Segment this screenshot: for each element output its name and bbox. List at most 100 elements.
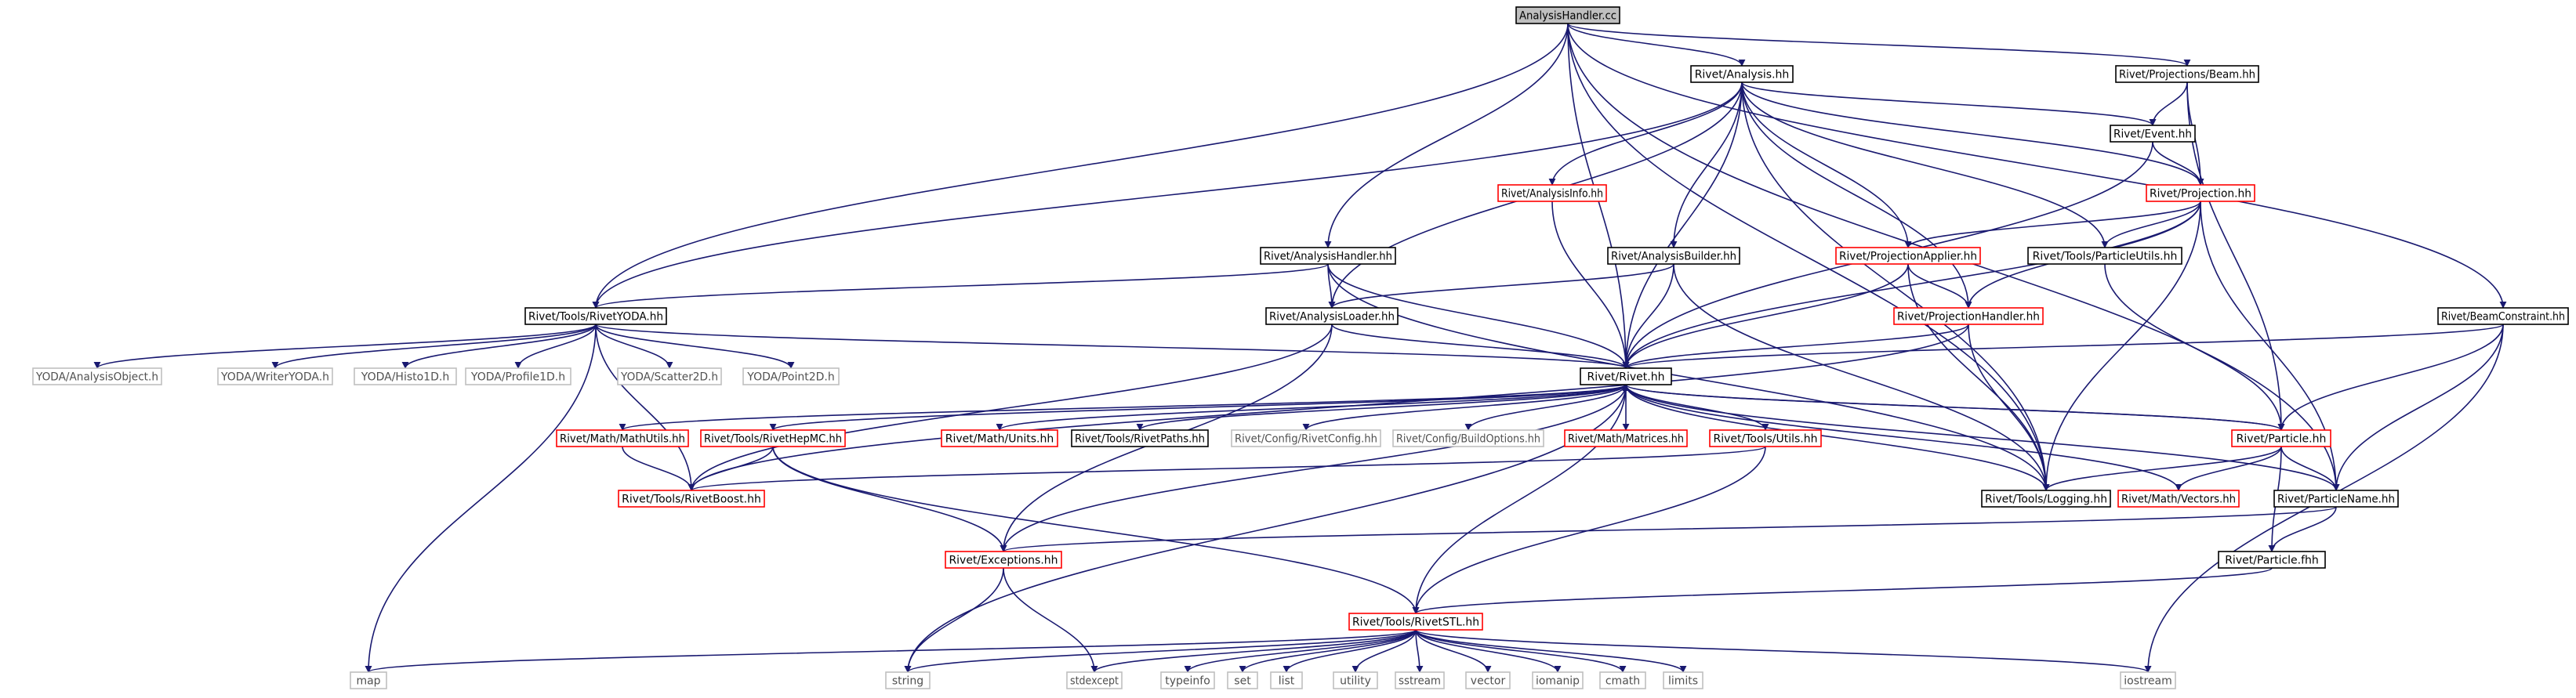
node-rivet-projection-hh[interactable]: Rivet/Projection.hh bbox=[2146, 184, 2255, 202]
edge-analysis-to-rivet bbox=[1622, 81, 1743, 369]
edge-beam-to-event bbox=[2149, 81, 2188, 126]
node-rivet-tools-rivethepmc-hh[interactable]: Rivet/Tools/RivetHepMC.hh bbox=[700, 429, 846, 447]
edge-stl-to-set bbox=[1239, 629, 1417, 673]
node-box bbox=[1709, 429, 1822, 447]
node-label: iomanip bbox=[1536, 675, 1580, 688]
edge-analysishandler-to-logging bbox=[1327, 263, 2050, 491]
node-rivet-tools-rivetyoda-hh[interactable]: Rivet/Tools/RivetYODA.hh bbox=[524, 307, 667, 325]
node-box bbox=[1981, 490, 2111, 508]
node-analysishandler-cc[interactable]: AnalysisHandler.cc bbox=[1515, 6, 1620, 24]
node-box bbox=[354, 367, 457, 385]
node-rivet-analysisloader-hh[interactable]: Rivet/AnalysisLoader.hh bbox=[1265, 307, 1399, 325]
node-rivet-tools-utils-hh[interactable]: Rivet/Tools/Utils.hh bbox=[1709, 429, 1822, 447]
node-label: Rivet/Tools/RivetYODA.hh bbox=[528, 311, 663, 324]
node-box bbox=[556, 429, 689, 447]
edge-rivet-to-particlename bbox=[1625, 384, 2340, 491]
edge-particlename-to-particlefhh bbox=[2268, 506, 2337, 552]
node-rivet-tools-logging-hh[interactable]: Rivet/Tools/Logging.hh bbox=[1981, 490, 2111, 508]
node-rivet-tools-particleutils-hh[interactable]: Rivet/Tools/ParticleUtils.hh bbox=[2027, 247, 2182, 265]
node-label: YODA/Point2D.h bbox=[746, 371, 834, 384]
node-rivet-math-matrices-hh[interactable]: Rivet/Math/Matrices.hh bbox=[1564, 429, 1688, 447]
node-label: Rivet/ParticleName.hh bbox=[2277, 494, 2395, 506]
node-rivet-projectionapplier-hh[interactable]: Rivet/ProjectionApplier.hh bbox=[1835, 247, 1981, 265]
node-vector: vector bbox=[1465, 671, 1511, 689]
node-box bbox=[1893, 307, 2044, 325]
node-box bbox=[618, 490, 765, 508]
node-label: Rivet/Projections/Beam.hh bbox=[2119, 69, 2255, 81]
node-rivet-tools-rivetpaths-hh[interactable]: Rivet/Tools/RivetPaths.hh bbox=[1071, 429, 1209, 447]
edge-projection-to-rivet bbox=[1622, 201, 2201, 369]
node-rivet-particle-hh[interactable]: Rivet/Particle.hh bbox=[2231, 429, 2331, 447]
node-box bbox=[1071, 429, 1209, 447]
node-box bbox=[1599, 671, 1646, 689]
edge-particle-to-particlename bbox=[2280, 446, 2340, 491]
node-rivet-analysis-hh[interactable]: Rivet/Analysis.hh bbox=[1690, 65, 1794, 83]
node-iomanip: iomanip bbox=[1532, 671, 1584, 689]
node-box bbox=[742, 367, 840, 385]
edge-analysisloader-to-rivet bbox=[1331, 324, 1630, 369]
node-box bbox=[1564, 429, 1688, 447]
node-box bbox=[217, 367, 333, 385]
node-label: sstream bbox=[1399, 675, 1441, 688]
node-box bbox=[1265, 307, 1399, 325]
edge-rivet-to-vectors bbox=[1625, 384, 2182, 491]
node-label: Rivet/Rivet.hh bbox=[1587, 371, 1665, 384]
node-label: Rivet/AnalysisHandler.hh bbox=[1264, 251, 1392, 263]
node-rivet-projections-beam-hh[interactable]: Rivet/Projections/Beam.hh bbox=[2115, 65, 2259, 83]
node-rivet-analysisbuilder-hh[interactable]: Rivet/AnalysisBuilder.hh bbox=[1607, 247, 1740, 265]
edge-ahcc-to-beam bbox=[1567, 23, 2191, 67]
node-rivet-math-units-hh[interactable]: Rivet/Math/Units.hh bbox=[941, 429, 1058, 447]
node-label: stdexcept bbox=[1070, 675, 1119, 688]
node-label: typeinfo bbox=[1165, 675, 1210, 688]
node-rivet-analysisinfo-hh[interactable]: Rivet/AnalysisInfo.hh bbox=[1497, 184, 1607, 202]
node-label: Rivet/AnalysisLoader.hh bbox=[1269, 311, 1395, 324]
node-label: Rivet/Math/Units.hh bbox=[945, 433, 1054, 446]
edge-rivetyoda-to-rivet bbox=[595, 324, 1630, 369]
node-box bbox=[2231, 429, 2331, 447]
node-box bbox=[1607, 247, 1740, 265]
dependency-edges bbox=[93, 23, 2507, 673]
node-label: list bbox=[1279, 675, 1295, 688]
node-limits: limits bbox=[1663, 671, 1703, 689]
node-box bbox=[465, 367, 571, 385]
edge-particleutils-to-particle bbox=[2104, 263, 2285, 431]
edge-rivet-to-hepmc bbox=[769, 384, 1627, 431]
edge-projection-to-particleutils bbox=[2101, 201, 2201, 248]
node-label: Rivet/Analysis.hh bbox=[1695, 69, 1790, 81]
node-rivet-math-mathutils-hh[interactable]: Rivet/Math/MathUtils.hh bbox=[556, 429, 689, 447]
node-string: string bbox=[885, 671, 931, 689]
node-box bbox=[2437, 307, 2569, 325]
node-label: YODA/Profile1D.h bbox=[470, 371, 565, 384]
node-rivet-analysishandler-hh[interactable]: Rivet/AnalysisHandler.hh bbox=[1260, 247, 1396, 265]
node-label: Rivet/Projection.hh bbox=[2150, 188, 2251, 201]
edge-stl-to-string bbox=[904, 629, 1417, 673]
node-rivet-math-vectors-hh[interactable]: Rivet/Math/Vectors.hh bbox=[2117, 490, 2240, 508]
edge-rivet-to-paths bbox=[1136, 384, 1627, 431]
edge-projhandler-to-logging bbox=[1968, 324, 2050, 491]
edge-analysis-to-projection bbox=[1741, 81, 2204, 186]
node-label: Rivet/Tools/Utils.hh bbox=[1714, 433, 1818, 446]
node-rivet-beamconstraint-hh[interactable]: Rivet/BeamConstraint.hh bbox=[2437, 307, 2569, 325]
edge-beamconstraint-to-rivet bbox=[1622, 324, 2504, 369]
node-label: Rivet/ProjectionApplier.hh bbox=[1839, 251, 1977, 263]
node-rivet-rivet-hh[interactable]: Rivet/Rivet.hh bbox=[1580, 367, 1672, 385]
node-box bbox=[1515, 6, 1620, 24]
node-rivet-tools-rivetstl-hh[interactable]: Rivet/Tools/RivetSTL.hh bbox=[1348, 613, 1483, 631]
node-rivet-projectionhandler-hh[interactable]: Rivet/ProjectionHandler.hh bbox=[1893, 307, 2044, 325]
edge-analysis-to-rivetyoda bbox=[592, 81, 1743, 309]
node-box bbox=[32, 367, 162, 385]
node-rivet-particlename-hh[interactable]: Rivet/ParticleName.hh bbox=[2273, 490, 2399, 508]
node-box bbox=[617, 367, 722, 385]
node-label: Rivet/Config/BuildOptions.hh bbox=[1396, 433, 1540, 446]
edge-particle-to-vectors bbox=[2175, 446, 2282, 491]
node-rivet-tools-rivetboost-hh[interactable]: Rivet/Tools/RivetBoost.hh bbox=[618, 490, 765, 508]
node-rivet-event-hh[interactable]: Rivet/Event.hh bbox=[2110, 125, 2196, 143]
node-rivet-exceptions-hh[interactable]: Rivet/Exceptions.hh bbox=[945, 551, 1062, 569]
node-map: map bbox=[350, 671, 387, 689]
edge-analysis-to-logging bbox=[1741, 81, 2050, 491]
edge-rivetyoda-to-rivetboost bbox=[595, 324, 695, 491]
edge-rivet-to-string bbox=[904, 384, 1627, 673]
edge-analysisbuilder-to-logging bbox=[1673, 263, 2050, 491]
node-rivet-particle-fhh[interactable]: Rivet/Particle.fhh bbox=[2218, 551, 2326, 569]
node-sstream: sstream bbox=[1395, 671, 1445, 689]
